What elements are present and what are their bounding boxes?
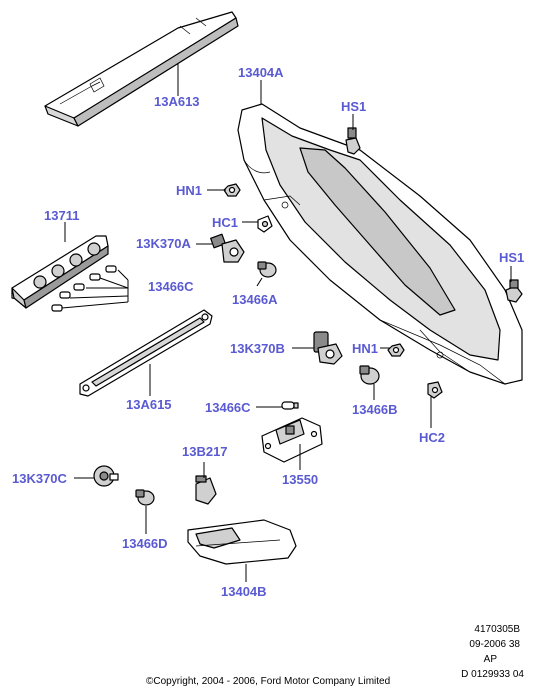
label-hc2: HC2 [419,430,445,445]
label-13404a: 13404A [238,65,284,80]
ref-line-1: 4170305B [474,624,520,635]
label-hc1: HC1 [212,215,238,230]
part-hs1-right-clip [505,279,523,303]
label-13k370a: 13K370A [136,236,192,251]
label-hs1-right: HS1 [499,250,524,265]
part-13a613-reflector-bar [44,11,239,127]
label-13466c-left: 13466C [148,279,194,294]
part-13404a-housing [237,103,523,385]
label-13b217: 13B217 [182,444,228,459]
part-13k370a-socket [210,233,245,263]
label-13466a: 13466A [232,292,278,307]
label-13404b: 13404B [221,584,267,599]
ref-line-2: 09-2006 38 [469,639,520,650]
label-hn1-mid: HN1 [352,341,378,356]
part-13404b-lamp [187,519,297,565]
part-13466b-bulb [359,365,380,385]
part-13466a-bulb [257,261,277,278]
part-13711-socket-bar [11,235,117,312]
label-13k370b: 13K370B [230,341,285,356]
ref-line-3: AP [484,654,498,665]
copyright-text: ©Copyright, 2004 - 2006, Ford Motor Comp… [146,676,390,687]
label-13a613: 13A613 [154,94,200,109]
label-13466c-mid: 13466C [205,400,251,415]
part-13k370b-socket [313,331,343,365]
part-hc2-clip [427,381,443,399]
label-13a615: 13A615 [126,397,172,412]
label-13466d: 13466D [122,536,168,551]
label-hs1-top: HS1 [341,99,366,114]
part-13k370c-socket [93,465,119,487]
part-hs1-top-clip [345,127,361,155]
part-hn1-mid-nut [387,343,405,357]
ref-line-4: D 0129933 04 [461,669,524,680]
part-13550-holder [261,417,323,463]
leader-lines [61,64,512,582]
part-13a615-reflector-strip [79,309,213,397]
label-13550: 13550 [282,472,318,487]
part-hn1-top-nut [223,183,241,197]
label-13711: 13711 [44,208,79,223]
part-13466c-mid-bulb [281,401,299,410]
part-13466d-bulb [135,489,155,506]
part-hc1-clip [257,215,273,233]
part-13b217-connector [195,475,217,505]
label-13466b: 13466B [352,402,398,417]
label-hn1-top: HN1 [176,183,202,198]
label-13k370c: 13K370C [12,471,68,486]
